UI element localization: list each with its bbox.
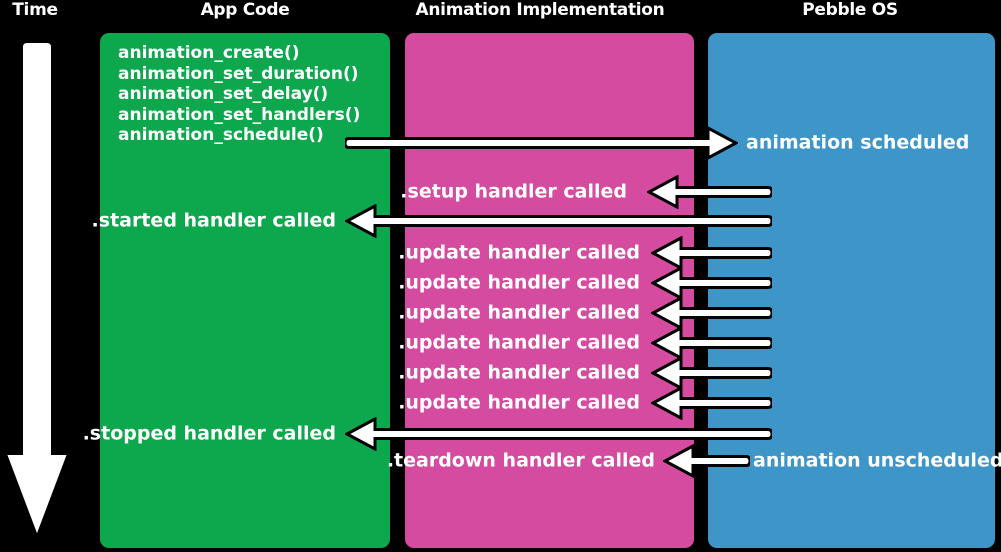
app-code-call: animation_create() — [118, 43, 300, 63]
message-label-update-handler-6: .update handler called — [398, 391, 640, 414]
app-code-call: animation_schedule() — [118, 125, 324, 145]
message-label-stopped-handler: .stopped handler called — [82, 422, 336, 445]
message-label-setup-handler: .setup handler called — [400, 180, 627, 203]
column-header-animation-implementation: Animation Implementation — [415, 0, 665, 20]
app-code-call: animation_set_handlers() — [118, 104, 361, 125]
column-header-time: Time — [12, 0, 58, 20]
message-label-animation-unscheduled: animation unscheduled — [753, 449, 1001, 472]
lane-animation-implementation — [405, 33, 694, 548]
message-label-update-handler-2: .update handler called — [398, 271, 640, 294]
message-label-update-handler-5: .update handler called — [398, 361, 640, 384]
app-code-call: animation_set_delay() — [118, 84, 329, 104]
app-code-call-list: animation_create() animation_set_duratio… — [118, 43, 360, 146]
lane-app-code — [100, 33, 390, 548]
message-label-update-handler-3: .update handler called — [398, 301, 640, 324]
message-label-started-handler: .started handler called — [91, 209, 336, 232]
column-header-pebble-os: Pebble OS — [802, 0, 898, 20]
message-label-teardown-handler: .teardown handler called — [386, 449, 655, 472]
down-arrow-icon — [4, 41, 70, 539]
message-label-update-handler-4: .update handler called — [398, 331, 640, 354]
message-label-animation-scheduled: animation scheduled — [746, 131, 970, 154]
message-label-update-handler-1: .update handler called — [398, 241, 640, 264]
app-code-call: animation_set_duration() — [118, 63, 359, 84]
column-header-app-code: App Code — [200, 0, 290, 20]
